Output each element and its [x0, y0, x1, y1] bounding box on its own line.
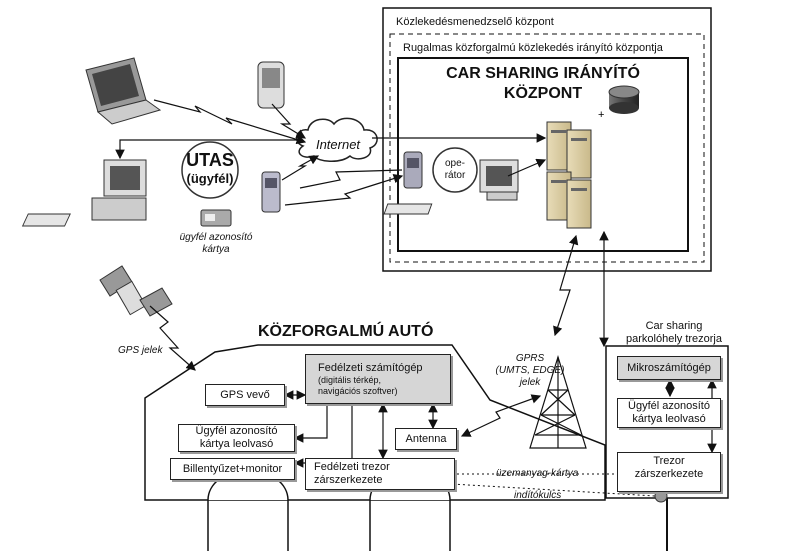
parking-title-line1: Car sharing [645, 320, 703, 332]
gprs-label-line3: jelek [519, 377, 541, 388]
operator-computer-icon [383, 159, 519, 215]
gps-receiver-box: GPS vevő [205, 384, 285, 406]
user-card-label-line2: kártya [202, 244, 230, 255]
card-reader-box: Ügyfél azonosító kártya leolvasó [178, 424, 295, 452]
gps-signals-label: GPS jelek [118, 345, 163, 356]
gprs-label-line2: (UMTS, EDGE) [495, 365, 565, 376]
user-title: UTAS [186, 150, 234, 170]
onboard-safe-line1: Fedélzeti trezor [314, 461, 390, 473]
user-card-label: ügyfél azonosító kártya [168, 232, 264, 256]
wireless-links [149, 99, 579, 437]
parking-title-line2: parkolóhely trezorja [626, 333, 722, 345]
antenna-box: Antenna [395, 428, 457, 450]
id-card-icon [200, 209, 232, 227]
parking-card-reader-line1: Ügyfél azonosító [628, 400, 710, 412]
mobile-device-icon [257, 61, 285, 109]
antenna-tower-icon [529, 354, 587, 449]
center-main-title: CAR SHARING IRÁNYÍTÓ KÖZPONT [400, 64, 686, 104]
gprs-label: GPRS (UMTS, EDGE) jelek [490, 353, 570, 389]
user-label: UTAS (ügyfél) [182, 150, 238, 186]
parking-lock-line1: Trezor [653, 455, 685, 467]
center-main-title-line2: KÖZPONT [503, 85, 583, 102]
parking-card-reader-line2: kártya leolvasó [632, 413, 706, 425]
card-reader-line1: Ügyfél azonosító [195, 425, 278, 437]
onboard-safe-box: Fedélzeti trezor zárszerkezete [305, 458, 455, 490]
operator-circle [432, 147, 478, 193]
laptop-icon [85, 57, 162, 125]
center-main-title-line1: CAR SHARING IRÁNYÍTÓ [446, 65, 640, 82]
operator-label-line2: rátor [444, 170, 466, 181]
onboard-safe-line2: zárszerkezete [314, 474, 383, 486]
center-inner-title: Rugalmas közforgalmú közlekedés irányító… [403, 42, 663, 54]
dotted-links [417, 473, 656, 497]
parking-lock-box: Trezor zárszerkezete [617, 452, 721, 492]
parking-title: Car sharing parkolóhely trezorja [614, 320, 734, 346]
user-phone-icon [261, 171, 281, 213]
user-card-label-line1: ügyfél azonosító [179, 232, 253, 243]
internet-label: Internet [315, 137, 361, 152]
parking-card-reader-box: Ügyfél azonosító kártya leolvasó [617, 398, 721, 428]
center-outer-title: Közlekedésmenedzselő központ [396, 16, 554, 28]
operator-label-line1: ope- [444, 158, 465, 169]
operator-label: ope- rátor [433, 158, 477, 182]
ignition-key-label: indítókulcs [514, 490, 562, 501]
card-reader-line2: kártya leolvasó [199, 438, 274, 450]
onboard-computer-line3: navigációs szoftver) [318, 385, 398, 396]
operator-phone-icon [403, 151, 423, 189]
parking-lock-line2: zárszerkezete [634, 468, 704, 480]
keyboard-monitor-box: Billentyűzet+monitor [170, 458, 295, 480]
satellite-icon [99, 265, 173, 317]
onboard-computer-line1: Fedélzeti számítógép [318, 361, 423, 374]
center-inner-frame [389, 33, 705, 263]
car-title: KÖZFORGALMÚ AUTÓ [258, 323, 434, 340]
onboard-computer-line2: (digitális térkép, [318, 374, 382, 385]
svg-text:+: + [598, 109, 604, 121]
onboard-computer-box: Fedélzeti számítógép (digitális térkép, … [305, 354, 451, 404]
fuel-card-label: üzemanyag-kártya [496, 468, 579, 479]
database-icon [608, 85, 640, 114]
user-computer-icon [21, 159, 147, 227]
microcomputer-box: Mikroszámítógép [617, 356, 721, 380]
gprs-label-line1: GPRS [515, 353, 545, 364]
user-subtitle: (ügyfél) [186, 171, 234, 186]
user-circle [181, 141, 239, 199]
server-rack-icon [546, 121, 592, 229]
center-outer-frame [382, 7, 712, 272]
